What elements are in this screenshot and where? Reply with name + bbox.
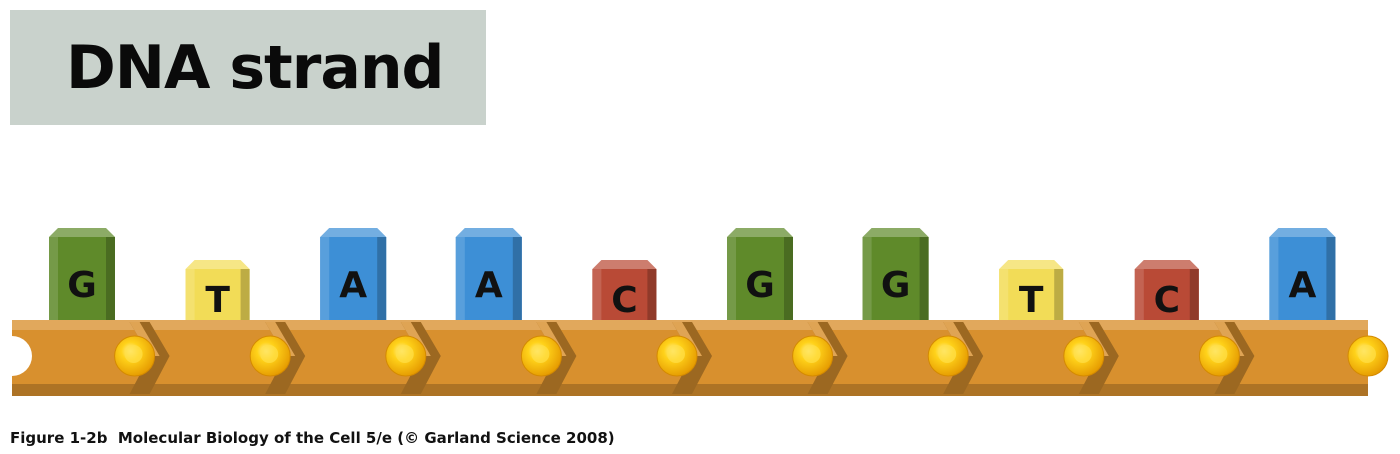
base-letter: A [339,265,367,306]
base-top-bevel [1134,260,1199,269]
base-left-bevel [455,237,465,330]
base-letter: A [475,265,503,306]
base-right-bevel [240,269,250,330]
phosphate-joint-10 [1347,335,1389,377]
base-body [999,269,1064,330]
phosphate-ball-highlight [124,345,143,363]
base-letter: T [205,280,230,321]
base-right-bevel [919,237,929,330]
base-left-bevel [862,237,872,330]
phosphate-joint-4 [520,322,577,394]
phosphate-ball-highlight [395,345,414,363]
base-A-10: A [1269,228,1336,330]
base-top-bevel [1269,228,1336,237]
base-right-bevel [512,237,522,330]
phosphate-ball-highlight [938,345,957,363]
base-left-bevel [1269,237,1279,330]
title-box: DNA strand [10,10,486,125]
base-left-bevel [185,269,195,330]
base-body [592,269,657,330]
base-body [49,237,115,330]
base-left-bevel [320,237,330,330]
base-G-7: G [862,228,929,330]
page-title: DNA strand [66,32,444,103]
base-body [862,237,929,330]
base-left-bevel [592,269,602,330]
base-right-bevel [647,269,657,330]
base-C-9: C [1134,260,1199,330]
phosphate-ball-highlight [1073,345,1092,363]
phosphate-joint-3 [385,322,441,394]
base-letter: T [1019,280,1044,321]
base-body [320,237,387,330]
base-top-bevel [320,228,387,237]
base-top-bevel [592,260,657,269]
base-left-bevel [49,237,58,330]
phosphate-joint-1 [114,322,170,394]
phosphate-ball-highlight [1209,345,1228,363]
phosphate-ball-highlight [802,345,821,363]
base-letter: G [881,265,911,306]
base-letter: C [1154,280,1180,321]
base-right-bevel [106,237,115,330]
base-left-bevel [1134,269,1144,330]
base-body [1134,269,1199,330]
phosphate-joint-2 [249,322,306,394]
base-right-bevel [1326,237,1336,330]
phosphate-joint-7 [927,322,984,394]
base-top-bevel [862,228,929,237]
figure-caption: Figure 1-2b Molecular Biology of the Cel… [10,429,615,447]
base-top-bevel [185,260,250,269]
base-body [727,237,793,330]
base-right-bevel [1054,269,1064,330]
phosphate-ball-highlight [531,345,550,363]
base-body [185,269,250,330]
base-letter: A [1288,265,1316,306]
base-T-8: T [999,260,1064,330]
base-letter: G [745,265,775,306]
phosphate-ball-highlight [1358,345,1376,363]
base-G-6: G [727,228,793,330]
base-letter: C [611,280,637,321]
base-top-bevel [727,228,793,237]
base-body [1269,237,1336,330]
base-G-1: G [49,228,115,330]
base-A-4: A [455,228,522,330]
base-right-bevel [1189,269,1199,330]
base-left-bevel [999,269,1009,330]
base-C-5: C [592,260,657,330]
phosphate-joint-9 [1198,322,1255,394]
phosphate-joint-5 [656,322,712,394]
phosphate-ball-highlight [260,345,279,363]
backbone-notch [0,336,32,376]
base-right-bevel [377,237,387,330]
base-top-bevel [455,228,522,237]
base-left-bevel [727,237,736,330]
phosphate-joint-8 [1063,322,1119,394]
base-top-bevel [999,260,1064,269]
base-T-2: T [185,260,250,330]
base-right-bevel [784,237,793,330]
base-A-3: A [320,228,387,330]
phosphate-joint-6 [792,322,848,394]
base-letter: G [67,265,97,306]
base-top-bevel [49,228,115,237]
phosphate-ball-highlight [667,345,685,363]
base-body [455,237,522,330]
